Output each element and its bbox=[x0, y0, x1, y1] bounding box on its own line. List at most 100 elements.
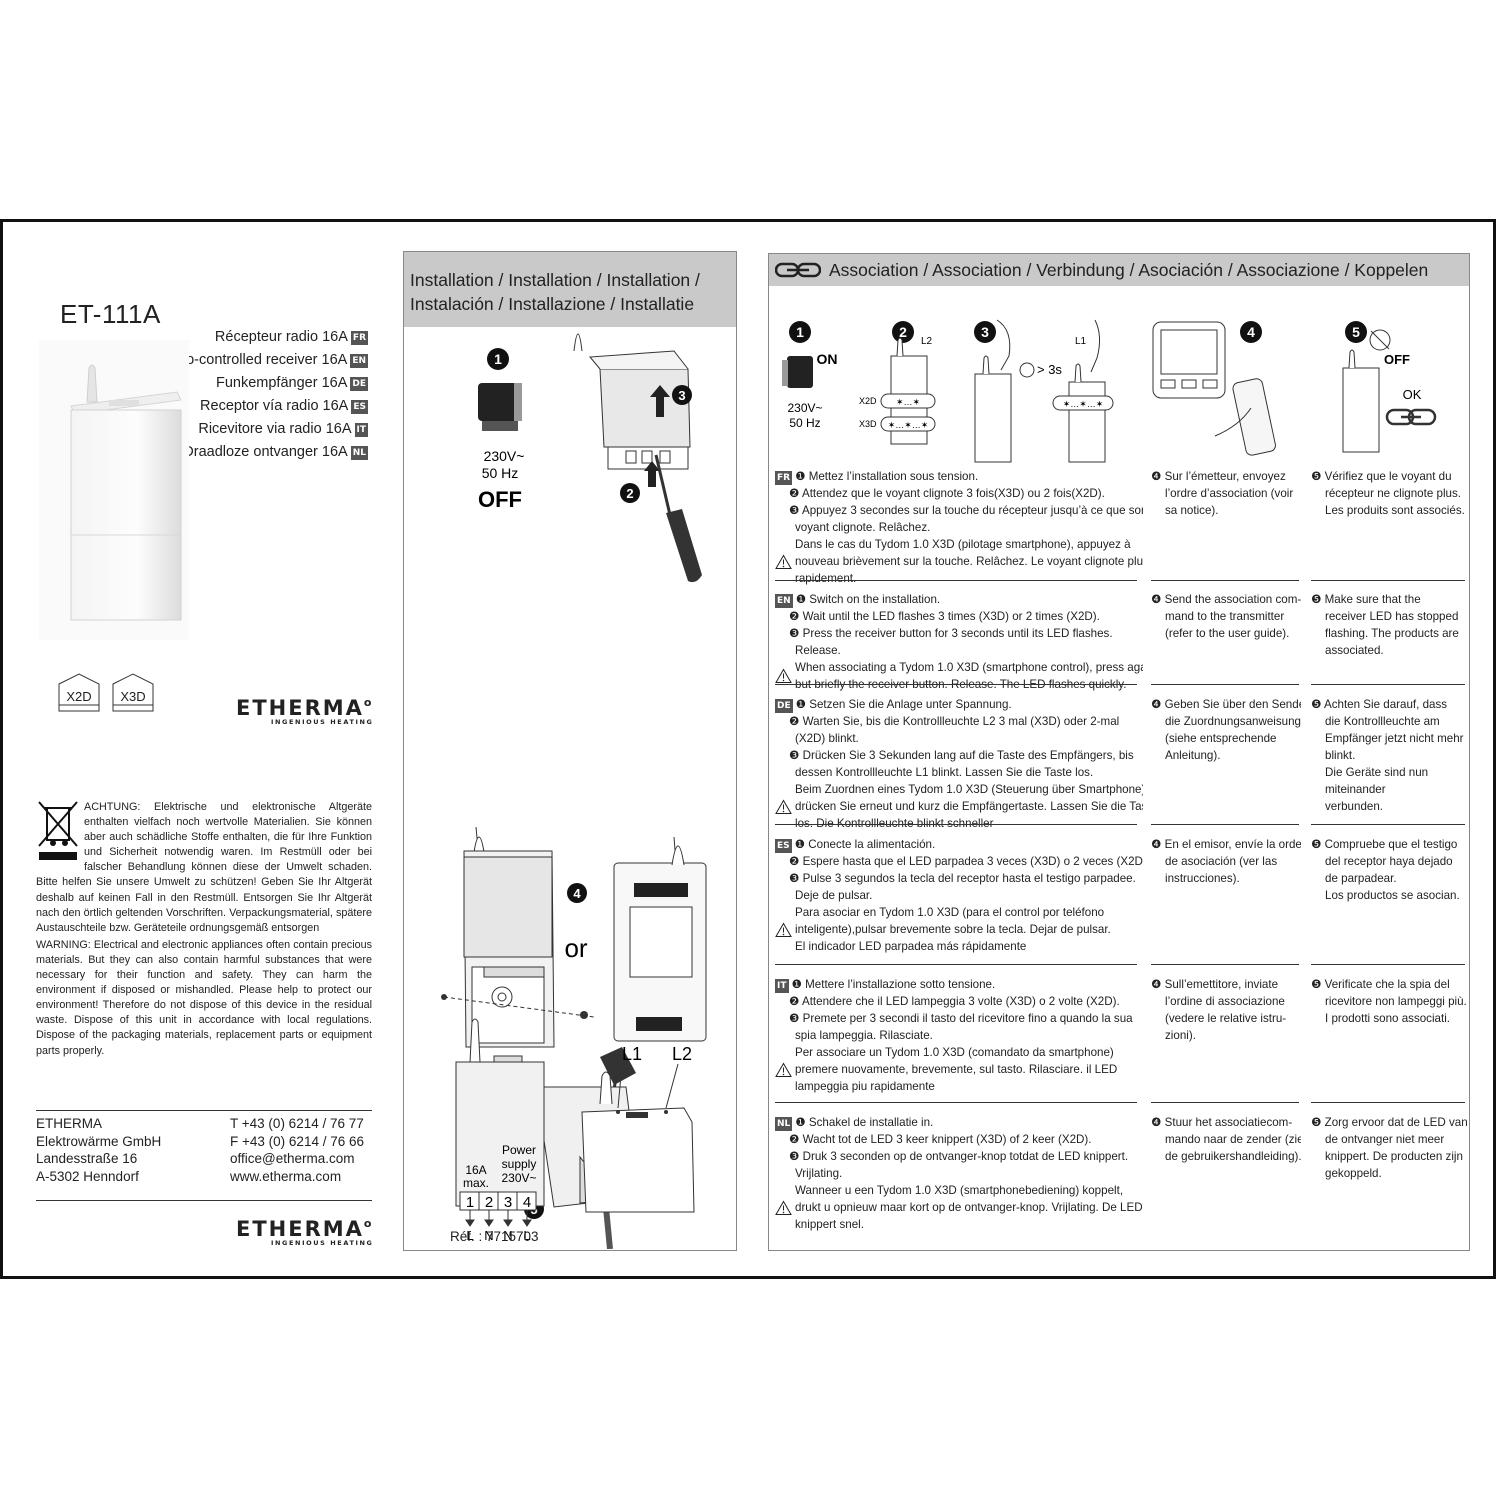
badge-x3d: X3D bbox=[112, 672, 154, 712]
instructions-step4: ❹ Send the association com-mand to the t… bbox=[1151, 591, 1301, 642]
warning-line: lampeggia piu rapidamente bbox=[795, 1080, 935, 1093]
svg-text:OFF: OFF bbox=[478, 487, 522, 512]
instruction-line: (refer to the user guide). bbox=[1165, 627, 1290, 640]
svg-text:ON: ON bbox=[817, 351, 838, 367]
instruction-line: ❹ Geben Sie über den Sender bbox=[1151, 698, 1301, 711]
svg-text:L1: L1 bbox=[622, 1044, 642, 1064]
logo-ring-icon: o bbox=[363, 696, 374, 709]
instruction-line: ❺ Zorg ervoor dat de LED van bbox=[1311, 1116, 1467, 1129]
instructions-step5: ❺ Verificate che la spia del ricevitore n… bbox=[1311, 976, 1467, 1027]
language-tag: EN bbox=[775, 594, 793, 608]
instruction-line: ❸ Appuyez 3 secondes sur la touche du ré… bbox=[789, 504, 1143, 517]
instruction-line: ❺ Vérifiez que le voyant du bbox=[1311, 470, 1452, 483]
warning-line: Para asociar en Tydom 1.0 X3D (para el c… bbox=[795, 906, 1105, 919]
svg-text:X2D: X2D bbox=[859, 396, 877, 406]
warning-line: Wanneer u een Tydom 1.0 X3D (smartphoneb… bbox=[795, 1184, 1124, 1197]
instruction-line: ❸ Drücken Sie 3 Sekunden lang auf die Ta… bbox=[789, 749, 1134, 762]
warning-note: Wanneer u een Tydom 1.0 X3D (smartphoneb… bbox=[775, 1182, 1143, 1233]
instruction-line: dessen Kontrollleuchte L1 blinkt. Lassen… bbox=[795, 766, 1094, 779]
instruction-line: ❸ Press the receiver button for 3 second… bbox=[789, 627, 1113, 640]
instruction-line: voyant clignote. Relâchez. bbox=[795, 521, 931, 534]
divider bbox=[775, 824, 1137, 825]
instruction-line: ❺ Verificate che la spia del bbox=[1311, 978, 1450, 991]
svg-text:L1: L1 bbox=[1075, 336, 1087, 347]
brand-logo: ETHERMAo INGENIOUS HEATING bbox=[236, 696, 374, 726]
terminal-schematic: 16A max. Power supply 230V~ 1 2 3 4 L N … bbox=[455, 1018, 695, 1243]
language-tag: IT bbox=[775, 979, 789, 993]
installation-panel: Installation / Installation / Installati… bbox=[403, 251, 737, 1251]
warning-line: nouveau brièvement sur la touche. Relâch… bbox=[795, 555, 1143, 568]
svg-text:> 3s: > 3s bbox=[1037, 362, 1062, 377]
svg-text:3: 3 bbox=[504, 1194, 512, 1211]
divider bbox=[775, 684, 1137, 685]
instruction-line: Release. bbox=[795, 644, 841, 657]
warning-line: drücken Sie erneut und kurz die Empfänge… bbox=[795, 800, 1143, 813]
warning-line: premere nuovamente, brevemente, sul tast… bbox=[795, 1063, 1118, 1076]
language-tag: ES bbox=[351, 399, 368, 414]
house-outline-icon bbox=[58, 673, 100, 712]
divider bbox=[775, 964, 1137, 965]
instruction-line: ❸ Premete per 3 secondi il tasto del ric… bbox=[789, 1012, 1133, 1025]
svg-text:supply: supply bbox=[502, 1157, 537, 1171]
warning-icon bbox=[775, 922, 792, 937]
divider bbox=[775, 1102, 1137, 1103]
instruction-line: del receptor haya dejado bbox=[1325, 855, 1453, 868]
instruction-line: ❷ Attendere che il LED lampeggia 3 volte… bbox=[789, 995, 1120, 1008]
svg-text:L: L bbox=[523, 1228, 530, 1243]
instruction-line: ❹ Send the association com- bbox=[1151, 593, 1301, 606]
language-tag: EN bbox=[350, 353, 368, 368]
svg-text:3: 3 bbox=[678, 388, 685, 403]
warning-icon bbox=[775, 1062, 792, 1077]
weee-text-en: WARNING: Electrical and electronic appli… bbox=[36, 938, 372, 1057]
chain-link-icon bbox=[775, 262, 821, 278]
svg-text:3: 3 bbox=[981, 324, 989, 340]
logo-ring-icon: o bbox=[363, 1217, 374, 1230]
svg-text:or: or bbox=[564, 933, 587, 963]
instruction-line: Deje de pulsar. bbox=[795, 889, 873, 902]
language-tag: DE bbox=[775, 699, 793, 713]
instruction-line: spia lampeggia. Rilasciate. bbox=[795, 1029, 933, 1042]
warning-line: Beim Zuordnen eines Tydom 1.0 X3D (Steue… bbox=[795, 783, 1143, 796]
instruction-line: ❹ Stuur het associatiecom- bbox=[1151, 1116, 1293, 1129]
chain-link-icon bbox=[1385, 408, 1437, 426]
instruction-line: ❷ Wait until the LED flashes 3 times (X3… bbox=[789, 610, 1100, 623]
contact-block: ETHERMA Elektrowärme GmbH Landesstraße 1… bbox=[36, 1110, 372, 1185]
instruction-line: de parpadear. bbox=[1325, 872, 1397, 885]
divider bbox=[1311, 964, 1465, 965]
divider bbox=[1311, 580, 1465, 581]
arrow-up-icon bbox=[650, 385, 670, 417]
instruction-line: de gebruikershandleiding). bbox=[1165, 1150, 1301, 1163]
divider bbox=[1151, 684, 1299, 685]
instruction-line: ❹ Sur l’émetteur, envoyez bbox=[1151, 470, 1286, 483]
instruction-line: de asociación (ver las bbox=[1165, 855, 1278, 868]
breaker-icon bbox=[787, 356, 813, 388]
divider bbox=[1151, 1102, 1299, 1103]
instruction-line: flashing. The products are bbox=[1325, 627, 1459, 640]
step-badge bbox=[487, 348, 509, 370]
crossed-bin-icon bbox=[38, 801, 78, 860]
instruction-line: (X2D) blinkt. bbox=[795, 732, 859, 745]
divider bbox=[1311, 684, 1465, 685]
instruction-line: associated. bbox=[1325, 644, 1384, 657]
instruction-line: Los productos se asocian. bbox=[1325, 889, 1460, 902]
warning-icon bbox=[775, 668, 792, 683]
warning-icon bbox=[775, 554, 792, 569]
instruction-line: mando naar de zender (zie bbox=[1165, 1133, 1301, 1146]
cover-removal-diagram: 3 2 bbox=[573, 327, 702, 583]
product-image bbox=[39, 340, 189, 640]
instruction-line: ricevitore non lampeggi più. bbox=[1325, 995, 1467, 1008]
breaker-off-diagram: 1 230V~ 50 Hz OFF bbox=[478, 348, 524, 512]
instruction-line: ❷ Espere hasta que el LED parpadea 3 vec… bbox=[789, 855, 1143, 868]
weee-notice: ACHTUNG: Elektrische und elektronische A… bbox=[36, 800, 372, 1061]
warning-note: Para asociar en Tydom 1.0 X3D (para el c… bbox=[775, 904, 1143, 955]
no-flash-icon bbox=[1369, 329, 1391, 351]
